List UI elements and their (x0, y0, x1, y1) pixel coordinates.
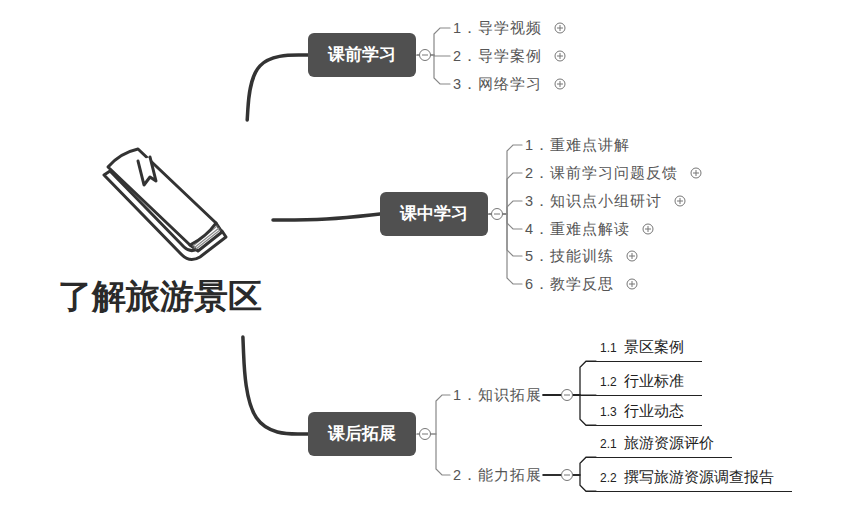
topic-item: 1．导学视频 (453, 18, 566, 38)
item-number: 1.3 (600, 402, 617, 422)
topic-item: 4．重难点解读 (525, 219, 654, 239)
collapse-icon (420, 429, 431, 440)
topic-text: 课后拓展 (328, 424, 396, 443)
topic-text: 1．知识拓展 (453, 385, 542, 405)
item-number: 2.1 (600, 434, 617, 454)
topic-item: 3．网络学习 (453, 74, 566, 94)
topic-text: 2．课前学习问题反馈 (525, 163, 678, 183)
expand-icon (690, 167, 702, 179)
book-front-cover (108, 149, 216, 245)
topic-item: 1．重难点讲解 (525, 135, 630, 155)
topic-text: 3．网络学习 (453, 74, 542, 94)
item-label: 旅游资源评价 (624, 433, 714, 453)
collapse-icon (562, 470, 573, 481)
item-number: 1.1 (600, 338, 617, 358)
topic-text: 课前学习 (328, 45, 396, 64)
topic-text: 2．导学案例 (453, 46, 542, 66)
item-number: 1.2 (600, 372, 617, 392)
branch-curve (273, 214, 380, 220)
topic-text: 2．能力拓展 (453, 465, 542, 485)
branch-box: 课中学习 (380, 192, 488, 236)
bracket-connector (489, 214, 522, 284)
topic-item: 6．教学反思 (525, 274, 638, 294)
collapse-icon (562, 390, 573, 401)
item-label: 行业标准 (624, 371, 684, 391)
topic-text: 4．重难点解读 (525, 219, 630, 239)
subtopic-item: 2.2 撰写旅游资源调查报告 (596, 467, 792, 492)
item-label: 撰写旅游资源调查报告 (624, 467, 774, 487)
bracket-connector (489, 145, 522, 214)
expand-icon (554, 50, 566, 62)
topic-text: 1．重难点讲解 (525, 135, 630, 155)
topic-text: 课中学习 (400, 204, 468, 223)
expand-icon (674, 195, 686, 207)
topic-text: 了解旅游景区 (58, 277, 262, 315)
subtopic-item: 1.3 行业动态 (596, 401, 702, 426)
topic-item: 2．能力拓展 (453, 465, 542, 485)
central-topic: 了解旅游景区 (58, 120, 273, 337)
expand-icon (554, 22, 566, 34)
bracket-connector (489, 214, 522, 256)
topic-text: 3．知识点小组研讨 (525, 191, 662, 211)
item-label: 景区案例 (624, 337, 684, 357)
topic-item: 2．导学案例 (453, 46, 566, 66)
topic-text: 1．导学视频 (453, 18, 542, 38)
topic-item: 5．技能训练 (525, 246, 638, 266)
expand-icon (642, 223, 654, 235)
subtopic-item: 1.2 行业标准 (596, 371, 702, 396)
topic-text: 6．教学反思 (525, 274, 614, 294)
topic-text: 5．技能训练 (525, 246, 614, 266)
branch-curve (247, 55, 308, 120)
subtopic-item: 2.1 旅游资源评价 (596, 433, 732, 458)
item-number: 2.2 (600, 468, 617, 488)
branch-box: 课后拓展 (308, 412, 416, 456)
expand-icon (554, 78, 566, 90)
item-label: 行业动态 (624, 401, 684, 421)
branch-curve (243, 337, 308, 434)
topic-item: 2．课前学习问题反馈 (525, 163, 702, 183)
collapse-icon (420, 50, 431, 61)
expand-icon (626, 250, 638, 262)
book-ribbon (138, 157, 156, 185)
subtopic-item: 1.1 景区案例 (596, 337, 702, 362)
bracket-connector (417, 395, 450, 434)
collapse-icon (492, 209, 503, 220)
expand-icon (626, 278, 638, 290)
topic-item: 1．知识拓展 (453, 385, 542, 405)
bracket-connector (417, 434, 450, 475)
book-illustration (98, 145, 230, 265)
topic-item: 3．知识点小组研讨 (525, 191, 686, 211)
bracket-connector (489, 173, 522, 214)
branch-box: 课前学习 (308, 33, 416, 77)
